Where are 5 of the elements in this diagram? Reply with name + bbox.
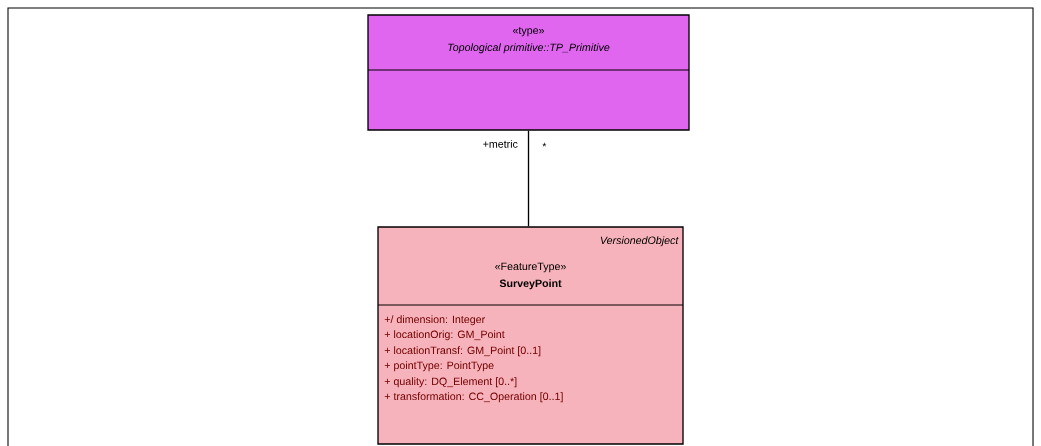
association-line <box>527 130 530 227</box>
role-label: +metric <box>483 139 518 148</box>
class-box: VersionedObject «FeatureType» SurveyPoint +/ dimension: Integer + locationOrig: GM_Point + locationTransf: GM_Point [0..1] + pointType: PointType + quality: DQ_Element [0..*] + transformation: CC_Operation [0..1] <box>377 226 684 445</box>
multiplicity-label: * <box>542 142 547 147</box>
class-box: «type» Topological primitive::TP_Primitive <box>367 14 690 131</box>
